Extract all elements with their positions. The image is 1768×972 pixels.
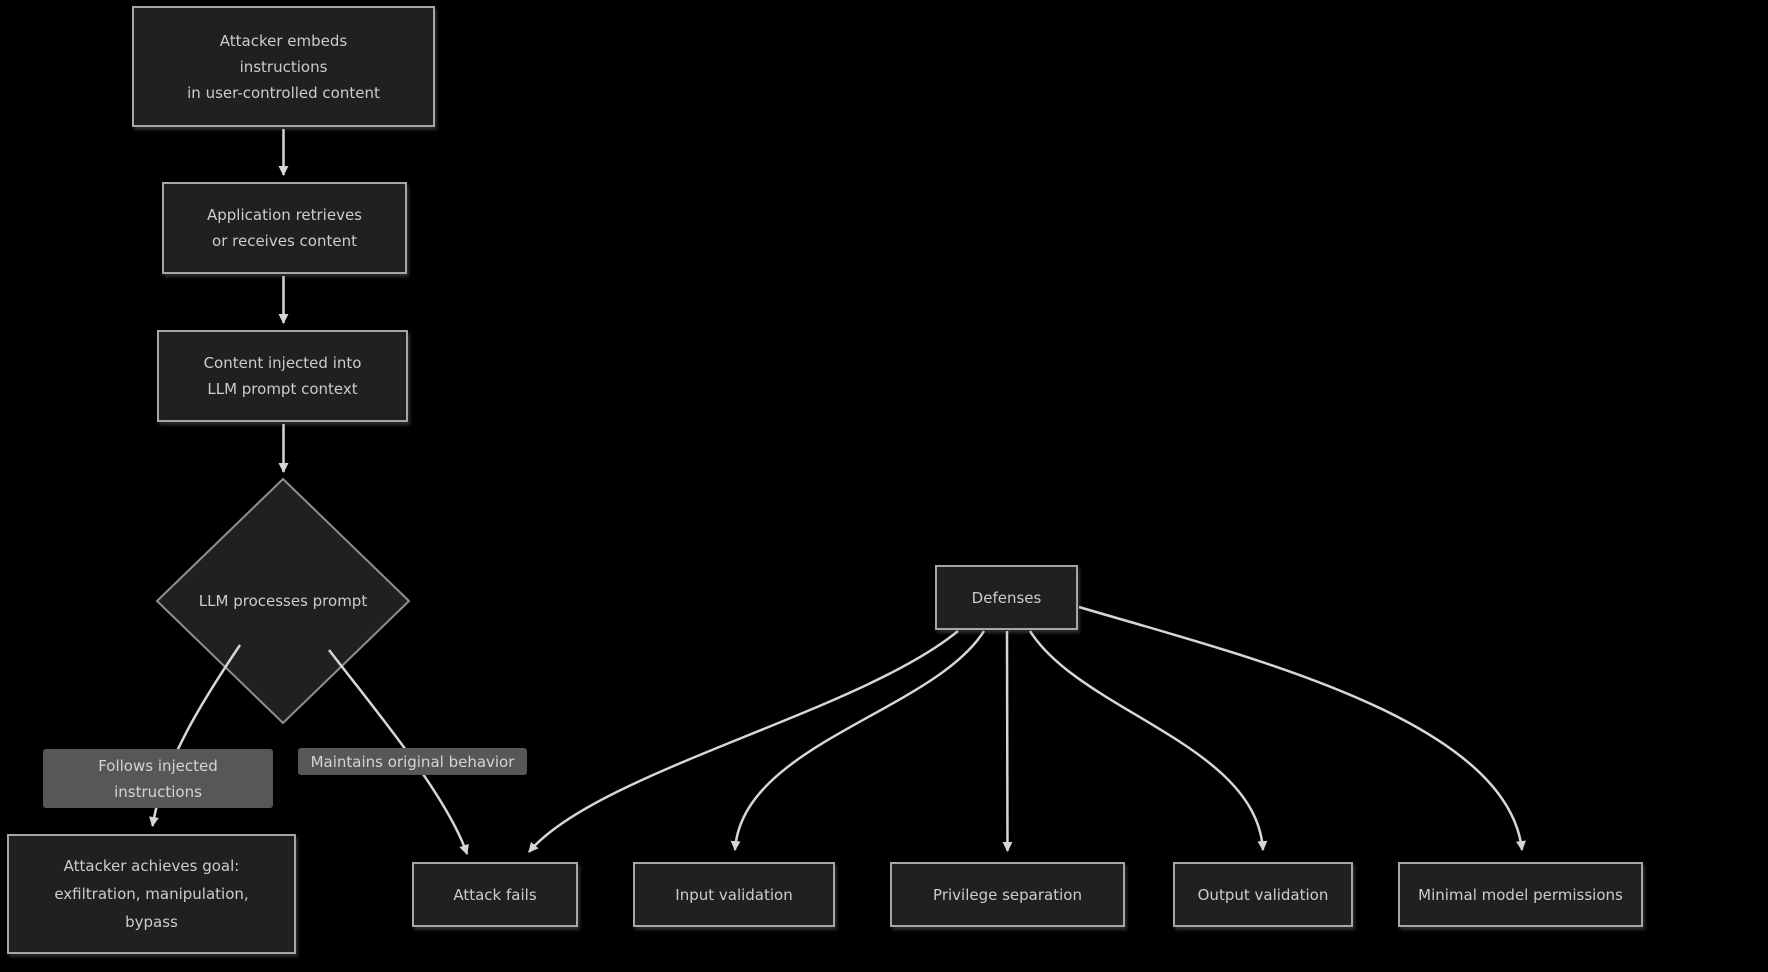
node-attacker-embeds: Attacker embeds instructions in user-con… bbox=[132, 6, 435, 127]
node-content-injected: Content injected into LLM prompt context bbox=[157, 330, 408, 422]
node-defenses: Defenses bbox=[935, 565, 1078, 630]
edge-defenses-to-privilege-separation bbox=[1002, 630, 1013, 852]
node-output-validation: Output validation bbox=[1173, 862, 1353, 927]
node-app-retrieves: Application retrieves or receives conten… bbox=[162, 182, 407, 274]
node-attacker-goal: Attacker achieves goal: exfiltration, ma… bbox=[7, 834, 296, 954]
node-input-validation: Input validation bbox=[633, 862, 835, 927]
node-minimal-permissions: Minimal model permissions bbox=[1398, 862, 1643, 927]
edge-defenses-to-minimal-permissions bbox=[1078, 605, 1526, 851]
node-llm-processes-label: LLM processes prompt bbox=[198, 592, 368, 610]
node-privilege-separation: Privilege separation bbox=[890, 862, 1125, 927]
edge-defenses-to-output-validation bbox=[1028, 630, 1268, 851]
edge-label-maintains-original: Maintains original behavior bbox=[298, 748, 527, 775]
node-attack-fails: Attack fails bbox=[412, 862, 578, 927]
edge-defenses-to-fails bbox=[528, 630, 959, 853]
diamond-llm-processes bbox=[155, 477, 411, 725]
edge-defenses-to-input-validation bbox=[730, 630, 986, 851]
edge-label-follows-injected: Follows injected instructions bbox=[43, 749, 273, 808]
